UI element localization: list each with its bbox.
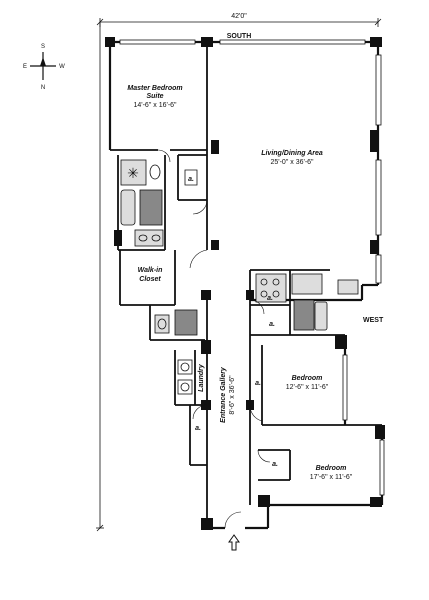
living-size: 25'-0" x 36'-6" bbox=[270, 159, 314, 166]
bathroom-fixtures: ✳ bbox=[120, 159, 359, 395]
svg-text:✳: ✳ bbox=[127, 166, 139, 182]
laundry-name: Laundry bbox=[198, 363, 205, 392]
master-name-2: Suite bbox=[146, 93, 163, 100]
living-name: Living/Dining Area bbox=[261, 150, 323, 157]
west-label: WEST bbox=[363, 317, 384, 324]
width-label: 42'0" bbox=[231, 13, 247, 20]
compass-w: W bbox=[59, 64, 65, 70]
width-dimension: 42'0" bbox=[96, 13, 382, 27]
walkin-name-1: Walk-in bbox=[138, 267, 163, 274]
bedroom2-size: 12'-6" x 11'-6" bbox=[286, 384, 329, 391]
closet-mark-4: a. bbox=[255, 380, 261, 387]
walkin-name-2: Closet bbox=[139, 276, 161, 283]
closet-mark-2: a. bbox=[267, 295, 273, 302]
master-name-1: Master Bedroom bbox=[127, 85, 182, 92]
depth-dimension bbox=[96, 22, 104, 532]
door-swings bbox=[157, 149, 271, 529]
room-labels: Master Bedroom Suite 14'-6" x 16'-6" Liv… bbox=[127, 85, 384, 481]
interior-walls bbox=[110, 42, 382, 528]
closet-mark-1: a. bbox=[188, 176, 194, 183]
compass-s: S bbox=[41, 44, 45, 50]
closet-mark-3: a. bbox=[269, 321, 275, 328]
master-size: 14'-6" x 16'-6" bbox=[133, 102, 177, 109]
closet-markers: a. a. a. a. a. a. bbox=[184, 169, 278, 468]
gallery-size: 8'-6" x 36'-6" bbox=[229, 375, 236, 415]
bedroom3-size: 17'-6" x 11'-6" bbox=[310, 474, 353, 481]
compass-n: N bbox=[41, 85, 45, 91]
gallery-name: Entrance Gallery bbox=[220, 366, 227, 423]
bedroom3-name: Bedroom bbox=[316, 465, 347, 472]
compass-e: E bbox=[23, 64, 27, 70]
closet-mark-5: a. bbox=[195, 425, 201, 432]
windows bbox=[119, 39, 385, 496]
south-label: SOUTH bbox=[227, 33, 252, 40]
closet-mark-6: a. bbox=[272, 461, 278, 468]
bedroom2-name: Bedroom bbox=[292, 375, 323, 382]
entry-arrow-icon bbox=[228, 534, 240, 551]
compass-rose: S E W N bbox=[23, 44, 65, 91]
